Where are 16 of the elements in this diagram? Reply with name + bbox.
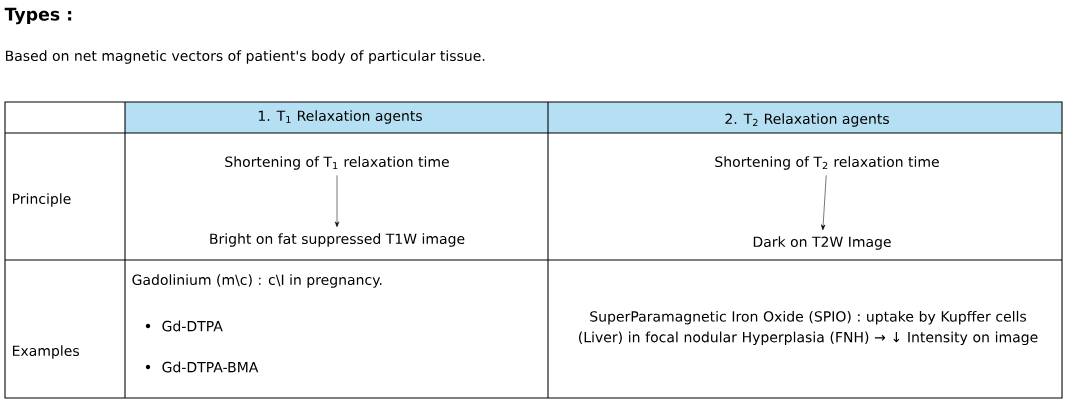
cell-text: Bright on fat suppressed T1W image	[210, 233, 465, 247]
subtitle: Based on net magnetic vectors of patient's body of particular tissue.	[6, 50, 485, 64]
cell-text: SuperParamagnetic Iron Oxide (SPIO) : uptake by Kupffer cells (Liver) in focal nodular Hyperplasia (FNH) → ↓ Intensity on image	[579, 310, 1038, 346]
cell-text: Dark on T2W Image	[753, 236, 891, 250]
heading: Types :	[4, 7, 72, 25]
row-header: Principle	[13, 193, 71, 207]
cell-text: Gadolinium (m\c) : c\I in pregnancy.	[132, 274, 382, 288]
column-header: 1. T$_{1}$ Relaxation agents	[258, 110, 422, 124]
cell-text: Shortening of T$_{2}$ relaxation time	[715, 156, 939, 170]
list-item: Gd-DTPA-BMA	[162, 361, 259, 373]
arrow	[334, 175, 340, 228]
arrow	[821, 175, 827, 231]
cell-text: Shortening of T$_{1}$ relaxation time	[225, 156, 449, 170]
row-header: Examples	[13, 345, 79, 359]
list-item: Gd-DTPA	[162, 320, 223, 332]
column-header: 2. T$_{2}$ Relaxation agents	[725, 113, 889, 127]
